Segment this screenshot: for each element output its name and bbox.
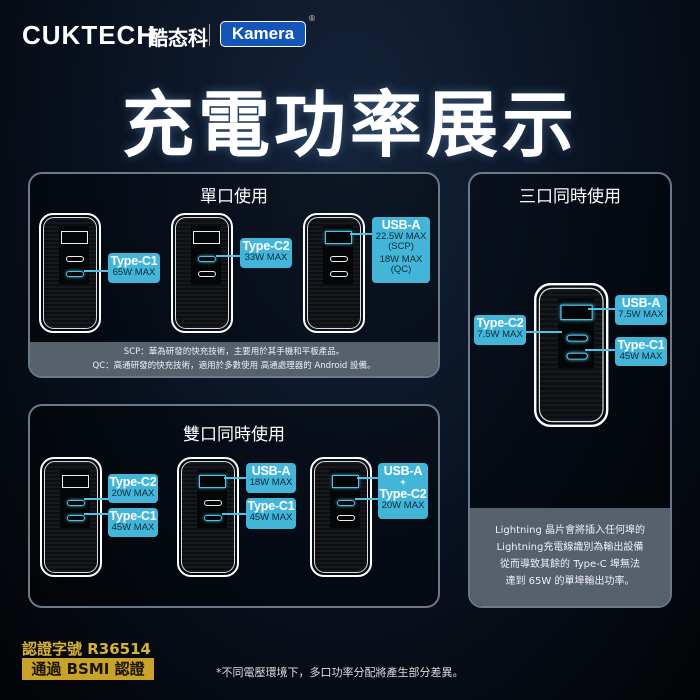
label-text: 33W MAX (244, 252, 288, 264)
label-text: 18W MAX (249, 477, 293, 489)
usb-a-port-icon (560, 304, 593, 321)
label-text: 45W MAX (111, 522, 155, 534)
logo-divider (209, 24, 210, 46)
connector-line (585, 349, 617, 351)
note-line: 從而導致其餘的 Type-C 埠無法 (500, 559, 640, 570)
connector-line (350, 233, 374, 235)
note-line: Lightning 晶片會將插入任何埠的 (495, 525, 645, 536)
label-text: Type-C2 (109, 475, 157, 489)
label-text: Type-C2 (379, 487, 427, 502)
label-text: 7.5W MAX (477, 329, 523, 341)
type-c-port-icon (67, 515, 85, 521)
label-text: (SCP) (388, 241, 414, 253)
connector-line (222, 513, 248, 515)
connector-line (224, 477, 248, 479)
connector-line (355, 498, 380, 500)
page-title: 充電功率展示 (121, 83, 578, 167)
connector-line (84, 498, 110, 500)
type-c-port-icon (204, 500, 222, 506)
type-c-port-icon (66, 256, 84, 262)
type-c-port-icon (330, 271, 348, 277)
type-c-port-icon (67, 500, 85, 506)
type-c-port-icon (337, 515, 355, 521)
type-c-port-icon (198, 256, 216, 262)
usb-a-port-icon (325, 231, 352, 244)
usb-a-port-icon (193, 231, 220, 244)
charger-image (303, 213, 365, 333)
panel-title: 三口同時使用 (519, 187, 621, 207)
label-text: Type-C1 (247, 499, 295, 513)
type-c-port-icon (66, 271, 84, 277)
label-text: USB-A (381, 218, 421, 232)
note-line: Lightning充電線識別為輸出設備 (496, 542, 644, 553)
type-c-port-icon (566, 334, 588, 342)
label-text: 7.5W MAX (618, 309, 664, 321)
qc-note: QC：高通研發的快充技術，適用於多數使用 高通處理器的 Android 設備。 (92, 361, 376, 371)
label-text: Type-C1 (617, 338, 665, 352)
footnote: *不同電壓環境下，多口功率分配將產生部分差異。 (216, 666, 464, 679)
connector-line (357, 477, 380, 479)
label-text: USB-A (251, 464, 291, 478)
label-text: 45W MAX (619, 351, 663, 363)
bsmi-badge: 通過 BSMI 認證 (22, 658, 154, 680)
label-text: 18W MAX (379, 254, 423, 266)
label-text: 20W MAX (381, 500, 425, 512)
type-c-port-icon (337, 500, 355, 506)
label-text: Type-C1 (110, 254, 158, 268)
panel-title: 雙口同時使用 (183, 425, 285, 445)
panel-title: 單口使用 (200, 187, 268, 207)
registered-mark: ® (308, 14, 316, 23)
cuktech-chinese-logo: 酷态科 (148, 26, 208, 50)
charger-image (310, 457, 372, 577)
scp-note: SCP：華為研發的快充技術，主要用於其手機和平板產品。 (123, 347, 345, 357)
label-text: 20W MAX (111, 488, 155, 500)
usb-a-port-icon (332, 475, 359, 488)
usb-a-port-icon (62, 475, 89, 488)
kamera-logo: Kamera (220, 21, 306, 47)
connector-line (524, 331, 562, 333)
charger-image (171, 213, 233, 333)
label-text: Type-C2 (476, 316, 524, 330)
connector-line (84, 270, 110, 272)
label-text: 65W MAX (112, 267, 156, 279)
charger-image (39, 213, 101, 333)
charger-image (534, 283, 609, 427)
note-line: 達到 65W 的單埠輸出功率。 (505, 576, 635, 587)
label-text: Type-C1 (109, 509, 157, 523)
protocol-notes: SCP：華為研發的快充技術，主要用於其手機和平板產品。 QC：高通研發的快充技術… (30, 342, 438, 376)
charger-image (177, 457, 239, 577)
connector-line (588, 308, 617, 310)
label-text: USB-A (621, 296, 661, 310)
cuktech-logo: CUKTECH (22, 20, 157, 50)
usb-a-port-icon (61, 231, 88, 244)
label-text: + (400, 477, 406, 489)
type-c-port-icon (198, 271, 216, 277)
type-c-port-icon (330, 256, 348, 262)
lightning-note: Lightning 晶片會將插入任何埠的 Lightning充電線識別為輸出設備… (470, 508, 670, 606)
usb-a-port-icon (199, 475, 226, 488)
connector-line (84, 513, 110, 515)
charger-image (40, 457, 102, 577)
label-text: 22.5W MAX (375, 231, 427, 243)
label-text: 45W MAX (249, 512, 293, 524)
label-text: Type-C2 (242, 239, 290, 253)
certification-number: 認證字號 R36514 (22, 640, 151, 658)
label-text: (QC) (390, 264, 412, 276)
type-c-port-icon (566, 352, 588, 360)
label-text: USB-A (383, 464, 423, 478)
connector-line (216, 255, 242, 257)
type-c-port-icon (204, 515, 222, 521)
